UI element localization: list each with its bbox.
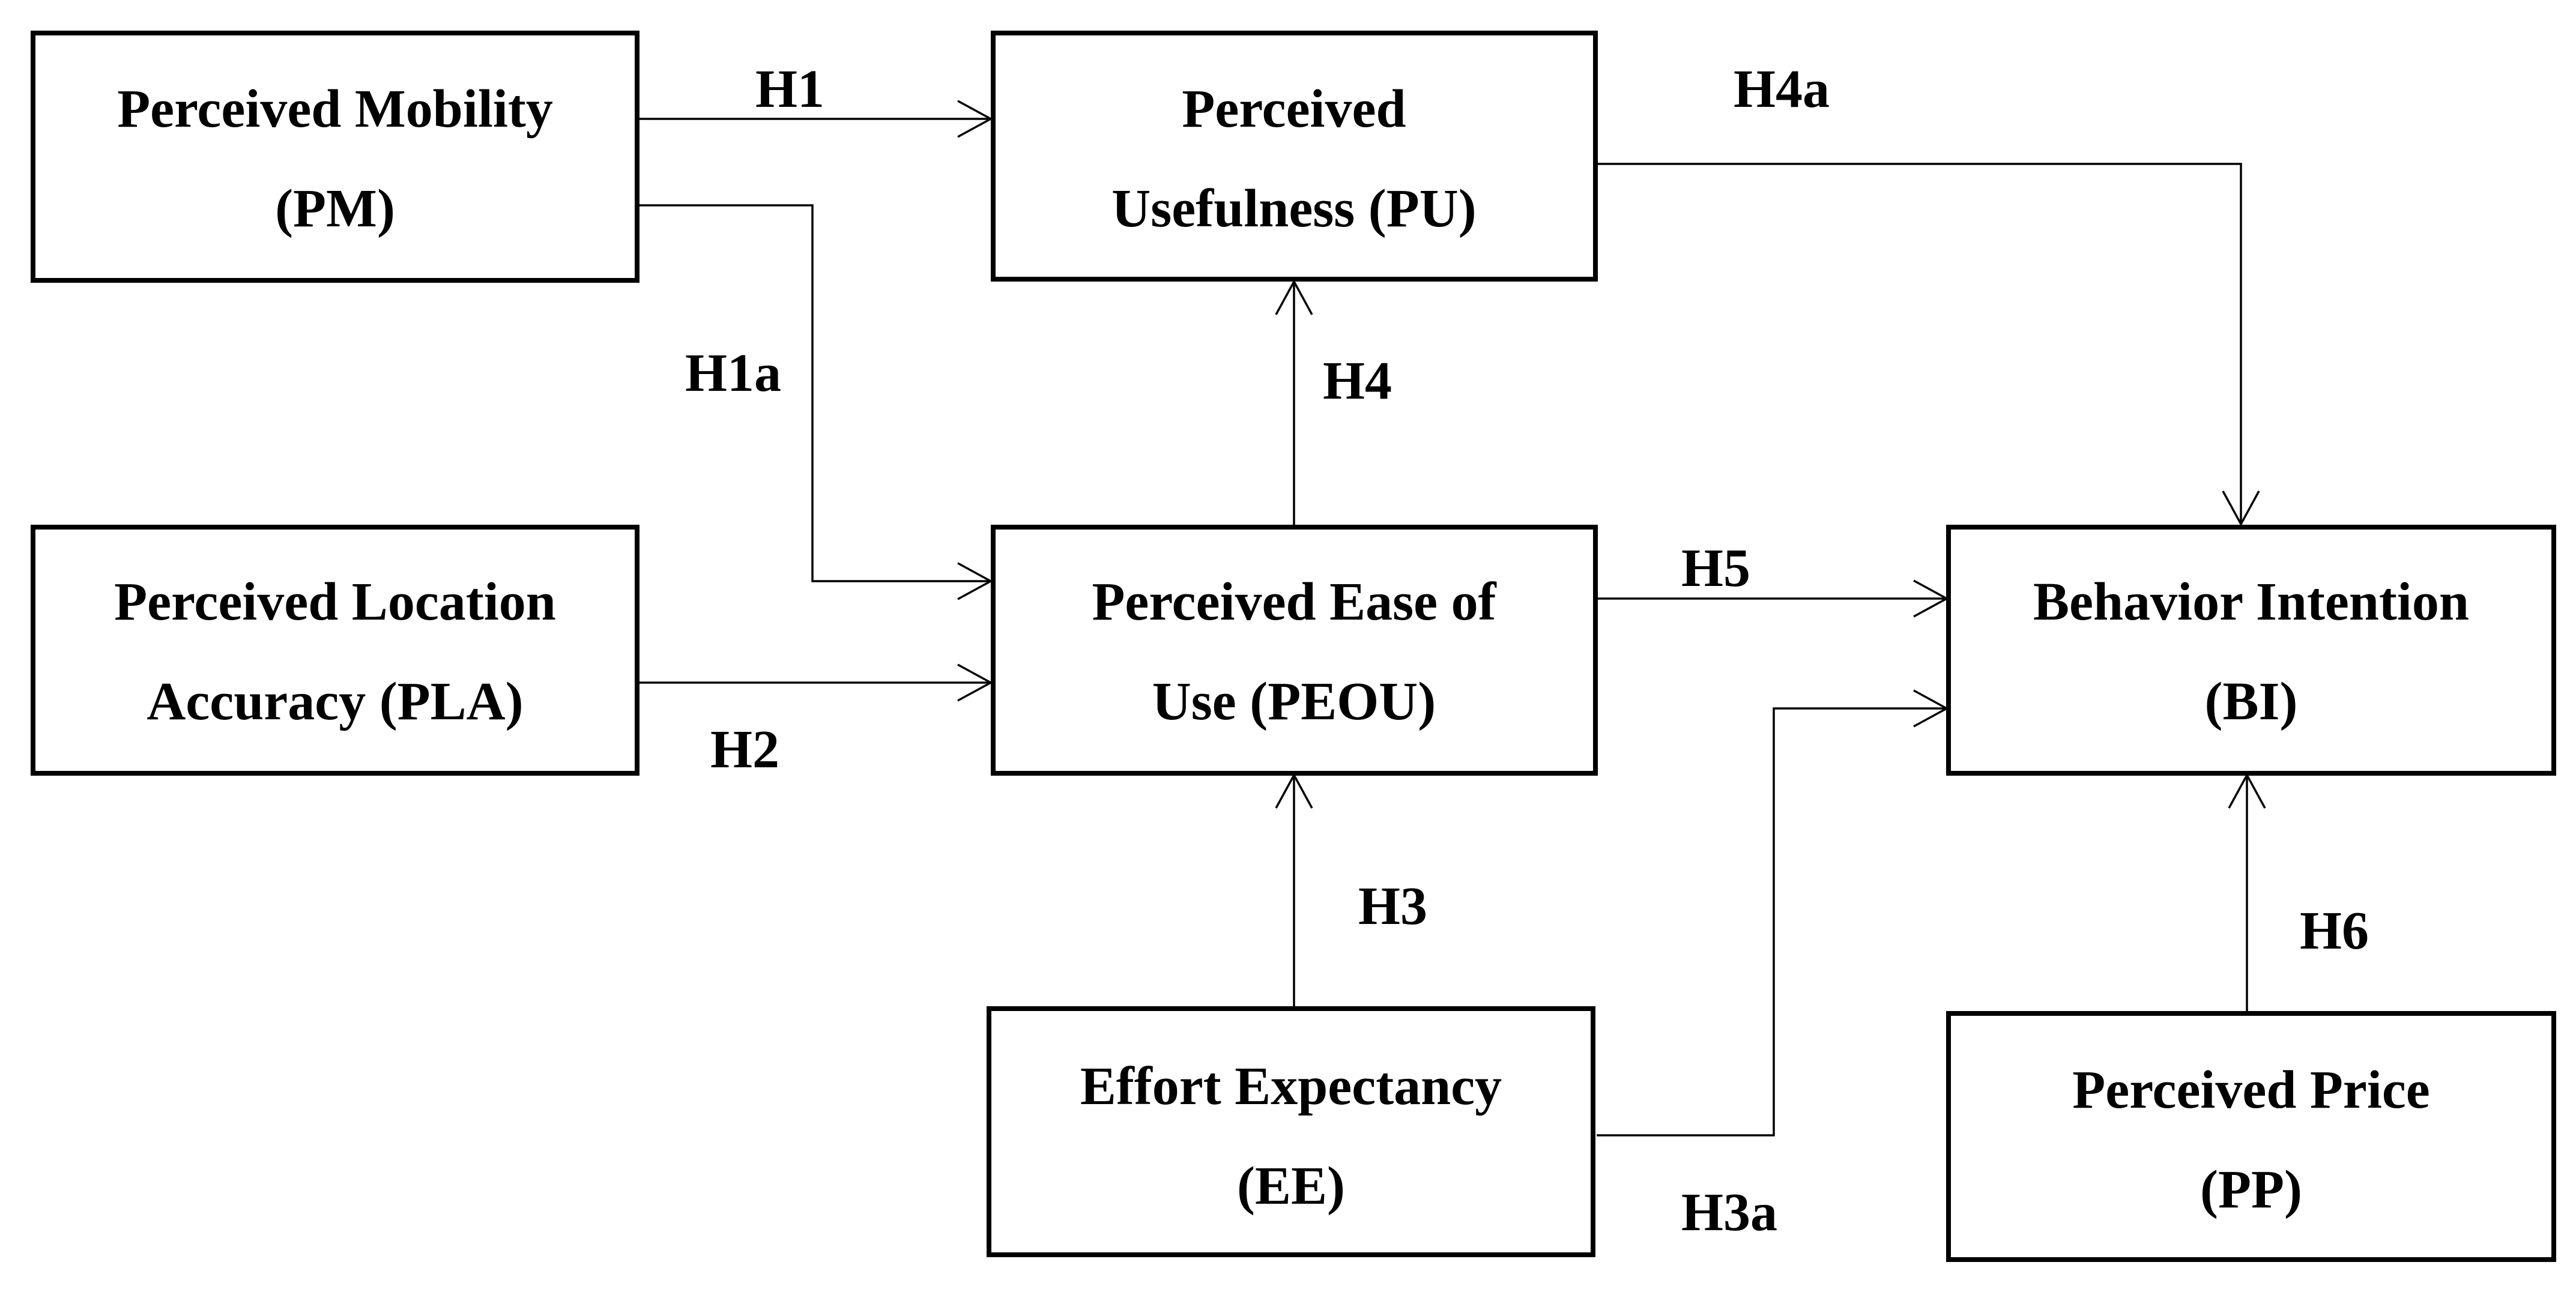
edge-label-h6: H6 [2300,901,2369,961]
edge-label-h3a: H3a [1681,1183,1777,1242]
node-pm-line1: Perceived Mobility [117,79,553,139]
node-pm-line2: (PM) [275,179,395,238]
node-pu-line2: Usefulness (PU) [1111,179,1476,238]
node-perceived-price: Perceived Price (PP) [1946,1011,2556,1262]
edge-label-h2: H2 [710,720,779,779]
node-behavior-intention: Behavior Intention (BI) [1946,525,2556,776]
node-perceived-ease-of-use: Perceived Ease of Use (PEOU) [991,525,1598,776]
edge-ee-to-peou [1275,773,1313,1007]
node-pp-line2: (PP) [2200,1160,2302,1219]
node-pp-line1: Perceived Price [2072,1060,2429,1120]
node-pla-line1: Perceived Location [114,572,556,632]
node-ee-line1: Effort Expectancy [1080,1057,1502,1116]
edge-label-h1a: H1a [685,343,781,403]
edge-ee-to-bi [1597,689,1949,1137]
edge-label-h3: H3 [1358,877,1427,936]
node-peou-line2: Use (PEOU) [1152,672,1436,731]
edge-label-h4: H4 [1323,351,1392,411]
edge-label-h4a: H4a [1734,59,1830,119]
node-bi-line1: Behavior Intention [2033,572,2469,632]
node-pla-line2: Accuracy (PLA) [147,672,523,731]
edge-peou-to-bi [1597,579,1949,618]
node-ee-line2: (EE) [1237,1156,1345,1216]
node-peou-line1: Perceived Ease of [1092,572,1496,632]
edge-peou-to-pu [1275,279,1313,525]
node-perceived-usefulness: Perceived Usefulness (PU) [991,31,1598,282]
node-effort-expectancy: Effort Expectancy (EE) [987,1006,1595,1257]
node-bi-line2: (BI) [2205,672,2298,731]
node-perceived-mobility: Perceived Mobility (PM) [31,31,639,283]
edge-pp-to-bi [2228,773,2266,1012]
edge-label-h5: H5 [1681,539,1750,598]
edge-pu-to-bi [1597,163,2260,527]
node-pu-line1: Perceived [1182,79,1406,139]
edge-pla-to-peou [639,663,993,702]
node-perceived-location-accuracy: Perceived Location Accuracy (PLA) [31,525,639,776]
edge-label-h1: H1 [755,59,824,119]
